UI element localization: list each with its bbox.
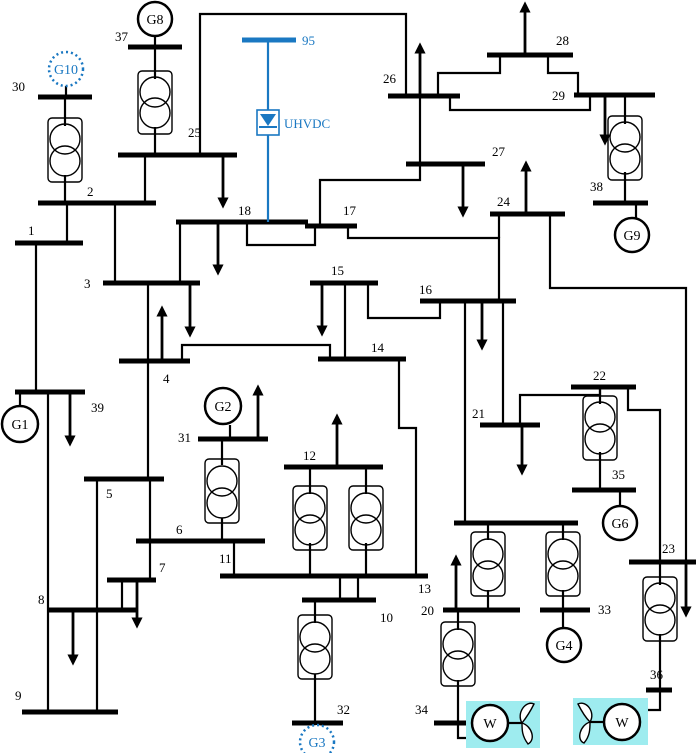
bus-label-11: 11	[219, 551, 232, 566]
bus-label-8: 8	[38, 592, 45, 607]
bus-label-25: 25	[188, 125, 201, 140]
generators: G1 G2 G3 G4 G6 G8 G9 G10	[0, 0, 651, 753]
svg-text:G9: G9	[623, 229, 640, 244]
wind-turbine-icon	[519, 702, 535, 745]
bus-label-34: 34	[415, 702, 429, 717]
bus-label-15: 15	[331, 263, 344, 278]
bus-label-23: 23	[662, 541, 675, 556]
uhvdc-label: UHVDC	[284, 116, 330, 131]
transformer-19-33	[545, 531, 581, 597]
transformer-6-31	[204, 458, 240, 524]
bus-label-20: 20	[421, 603, 434, 618]
bus-label-28: 28	[556, 33, 569, 48]
generator-g10: G10	[47, 50, 85, 88]
bus-labels: 1 2 3 4 5 6 7 8 9 10 11 12 13 14 15 16 1…	[12, 29, 675, 717]
svg-text:G3: G3	[308, 736, 325, 751]
transformer-12-13	[348, 485, 384, 551]
loads	[64, 1, 692, 666]
transformer-29-38	[607, 115, 643, 181]
bus-label-18: 18	[238, 203, 251, 218]
bus-label-10: 10	[380, 610, 393, 625]
bus-label-7: 7	[159, 560, 166, 575]
bus-bars	[15, 37, 696, 726]
bus-label-32: 32	[337, 702, 350, 717]
generator-g6: G6	[601, 504, 639, 542]
svg-text:G10: G10	[54, 63, 78, 78]
svg-text:W: W	[615, 716, 629, 731]
uhvdc-link: UHVDC 95	[256, 33, 330, 222]
transformer-25-37	[137, 70, 173, 135]
transformer-20-34	[440, 621, 476, 687]
bus-label-2: 2	[87, 184, 94, 199]
wind-generator-2: W	[573, 698, 648, 745]
bus-label-30: 30	[12, 79, 25, 94]
transformer-22-35	[582, 395, 618, 461]
bus-label-31: 31	[178, 430, 191, 445]
transformer-2-30	[47, 117, 83, 183]
generator-g9: G9	[613, 216, 651, 254]
transformers	[47, 70, 678, 687]
bus-label-35: 35	[612, 467, 625, 482]
bus-label-16: 16	[419, 282, 433, 297]
svg-text:G2: G2	[214, 400, 231, 415]
bus-label-26: 26	[383, 71, 397, 86]
bus-label-33: 33	[598, 602, 611, 617]
wind-turbine-icon	[577, 702, 593, 744]
svg-text:G4: G4	[555, 639, 572, 654]
transformer-23-36	[642, 576, 678, 642]
svg-text:W: W	[483, 717, 497, 732]
bus-label-39: 39	[91, 400, 104, 415]
bus-label-5: 5	[106, 486, 113, 501]
generator-g2: G2	[203, 386, 243, 426]
bus-label-22: 22	[593, 368, 606, 383]
wind-generator-1: W	[466, 701, 540, 748]
bus-label-6: 6	[176, 522, 183, 537]
svg-text:G1: G1	[11, 418, 28, 433]
bus-label-12: 12	[303, 448, 316, 463]
generator-g3: G3	[298, 723, 336, 753]
bus-label-38: 38	[590, 179, 603, 194]
generator-g1: G1	[0, 404, 40, 444]
bus-label-9: 9	[15, 688, 22, 703]
generator-g8: G8	[136, 0, 174, 38]
bus-label-29: 29	[552, 88, 565, 103]
bus-label-37: 37	[115, 29, 129, 44]
generator-g4: G4	[545, 626, 583, 664]
transformer-19-20	[470, 531, 506, 597]
bus-label-14: 14	[371, 340, 385, 355]
bus-label-13: 13	[418, 581, 431, 596]
bus-label-4: 4	[163, 371, 170, 386]
bus-label-24: 24	[497, 194, 511, 209]
bus-label-1: 1	[28, 223, 35, 238]
transformer-10-32	[297, 614, 333, 680]
bus-label-27: 27	[492, 144, 506, 159]
bus-label-3: 3	[84, 276, 91, 291]
transformer-12-11	[292, 485, 328, 551]
bus-label-95: 95	[302, 33, 315, 48]
bus-label-17: 17	[343, 203, 357, 218]
bus-label-21: 21	[472, 406, 485, 421]
svg-text:G8: G8	[146, 13, 163, 28]
svg-text:G6: G6	[611, 517, 628, 532]
transmission-lines	[18, 12, 688, 740]
bus-label-36: 36	[650, 667, 664, 682]
